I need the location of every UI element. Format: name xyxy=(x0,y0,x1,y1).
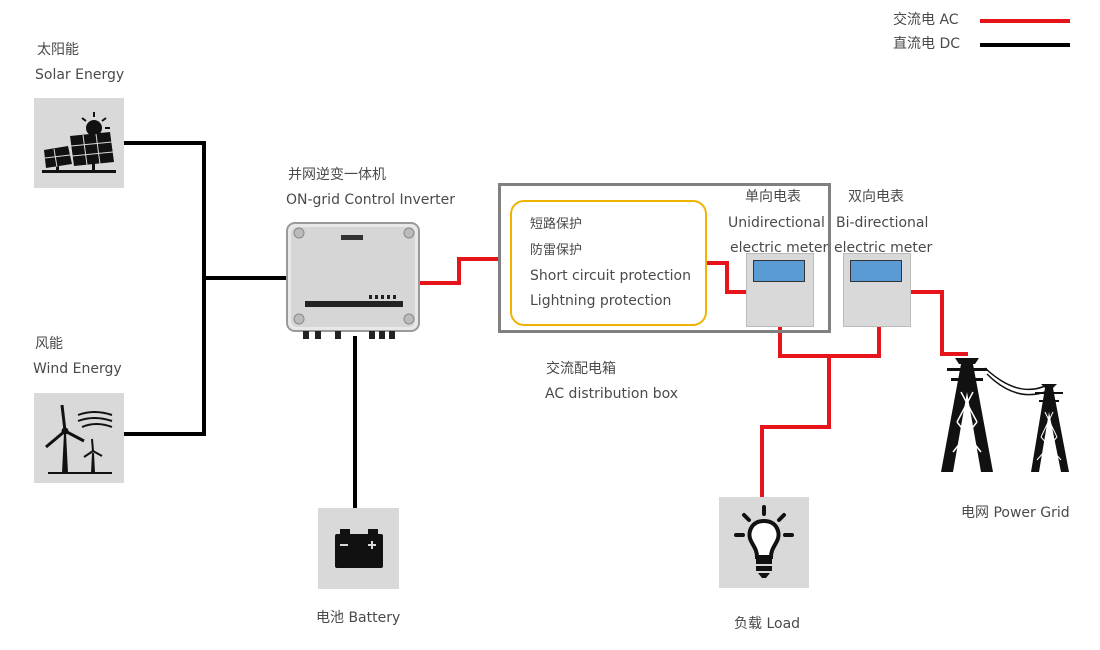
ac-wires xyxy=(419,257,968,497)
dc-wire-solar xyxy=(124,141,286,280)
ac-wire-load xyxy=(760,356,831,497)
load-tile xyxy=(719,497,809,588)
inverter-label-en: ON-grid Control Inverter xyxy=(286,192,455,208)
solar-label-cn: 太阳能 xyxy=(37,42,79,58)
protection-line-3: Short circuit protection xyxy=(530,268,691,284)
dc-wires xyxy=(124,141,357,508)
bi-meter-screen xyxy=(850,260,902,282)
grid-label: 电网 Power Grid xyxy=(961,505,1070,521)
ac-wire-inverter-box xyxy=(419,257,500,285)
wind-turbine-icon xyxy=(45,404,113,474)
bi-meter-icon xyxy=(843,253,911,327)
legend-dc-label: 直流电 DC xyxy=(893,36,961,52)
protection-line-1: 短路保护 xyxy=(530,217,583,232)
uni-meter-label-cn: 单向电表 xyxy=(745,189,801,205)
bi-meter-label-cn: 双向电表 xyxy=(848,189,904,205)
load-label: 负载 Load xyxy=(734,616,801,632)
bi-meter-label-en2: electric meter xyxy=(834,240,933,256)
dc-wire-wind xyxy=(124,278,206,436)
ac-wire-protection-meter xyxy=(707,261,747,294)
solar-tile xyxy=(34,98,124,188)
inverter-label-cn: 并网逆变一体机 xyxy=(288,167,386,183)
transmission-tower-icon xyxy=(935,352,1080,477)
light-bulb-icon xyxy=(734,505,794,578)
distribution-box-label-en: AC distribution box xyxy=(545,386,679,402)
wind-tile xyxy=(34,393,124,483)
distribution-box-label-cn: 交流配电箱 xyxy=(546,361,616,377)
battery-tile xyxy=(318,508,399,589)
legend-ac-label: 交流电 AC xyxy=(893,12,959,28)
wind-label-cn: 风能 xyxy=(35,336,63,352)
ac-wire-grid xyxy=(911,290,968,356)
battery-icon xyxy=(335,529,383,568)
protection-line-2: 防雷保护 xyxy=(530,243,583,258)
uni-meter-screen xyxy=(753,260,805,282)
uni-meter-label-en2: electric meter xyxy=(730,240,829,256)
wind-label-en: Wind Energy xyxy=(33,361,122,377)
uni-meter-label-en1: Unidirectional xyxy=(728,215,825,231)
protection-box xyxy=(510,200,707,326)
solar-label-en: Solar Energy xyxy=(35,67,125,83)
uni-meter-icon xyxy=(746,253,814,327)
solar-panel-icon xyxy=(42,112,116,173)
ac-distribution-box xyxy=(498,183,831,333)
protection-line-4: Lightning protection xyxy=(530,293,672,309)
battery-label: 电池 Battery xyxy=(316,610,401,626)
bi-meter-label-en1: Bi-directional xyxy=(836,215,929,231)
inverter-icon xyxy=(285,221,421,341)
